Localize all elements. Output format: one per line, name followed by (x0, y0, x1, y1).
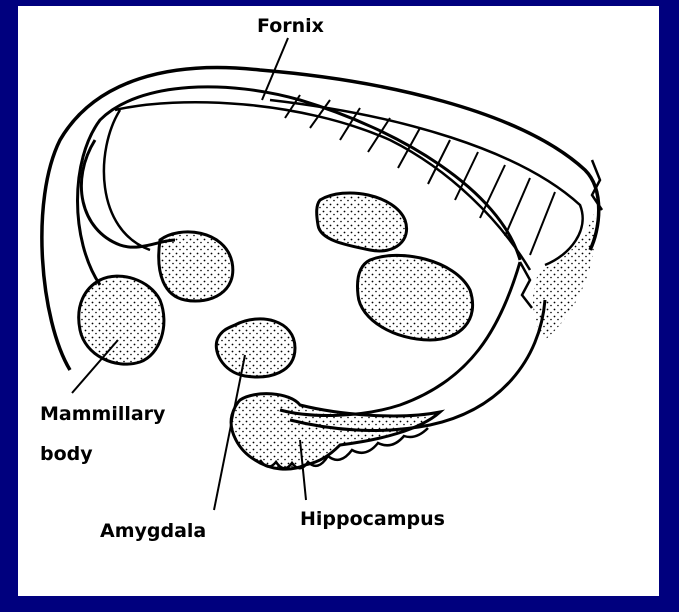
mammillary-stalk (81, 140, 175, 247)
label-mammillary-line2: body (40, 443, 93, 465)
label-mammillary-line1: Mammillary (40, 403, 166, 425)
label-amygdala: Amygdala (100, 520, 206, 542)
hippocampus-shape (231, 394, 440, 469)
label-fornix: Fornix (257, 15, 324, 37)
thalamus-upper (317, 193, 407, 251)
mammillary-bulb-upper (159, 232, 233, 301)
thalamus-lower (358, 255, 473, 340)
amygdala-shape (216, 319, 295, 377)
label-hippocampus: Hippocampus (300, 508, 445, 530)
mammillary-body (79, 276, 164, 364)
fornix-inner-outline (78, 87, 521, 285)
